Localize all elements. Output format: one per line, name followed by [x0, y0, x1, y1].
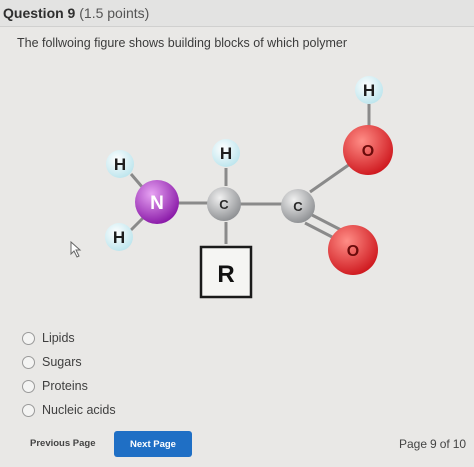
option-lipids[interactable]: Lipids [22, 326, 116, 350]
r-group-label: R [217, 261, 234, 288]
atom-label: H [220, 144, 232, 163]
option-label: Lipids [42, 331, 75, 345]
page-of: of [439, 437, 450, 451]
radio-button[interactable] [22, 403, 35, 417]
option-proteins[interactable]: Proteins [22, 374, 116, 398]
atom-label: H [114, 155, 126, 174]
page-total: 10 [452, 437, 467, 451]
amino-acid-diagram: H O H H N C C H [70, 76, 393, 299]
question-header: Question 9 (1.5 points) [0, 0, 474, 27]
bond-h-n-top [129, 173, 145, 189]
atom-label: N [150, 193, 164, 214]
atom-c-carboxyl: C [281, 189, 315, 223]
r-group-box: R [199, 245, 253, 299]
atom-o-bottom: O [328, 225, 378, 275]
mouse-cursor-icon [70, 240, 82, 258]
bond-h-n-bottom [129, 216, 145, 232]
question-title: Question 9 (1.5 points) [3, 5, 149, 21]
atom-label: O [362, 143, 374, 160]
atom-n: N [135, 180, 179, 224]
page-current: 9 [430, 437, 437, 451]
radio-button[interactable] [22, 355, 35, 369]
atom-h-top-right: H [355, 76, 383, 104]
radio-button[interactable] [22, 379, 35, 393]
atom-h-left-top: H [106, 150, 134, 178]
molecule-figure: H O H H N C C H [0, 60, 474, 320]
bond-c-o-double-b [311, 213, 344, 233]
answer-options: Lipids Sugars Proteins Nucleic acids [22, 326, 116, 422]
atom-h-left-bottom: H [105, 223, 133, 251]
radio-button[interactable] [22, 331, 35, 345]
atom-o-top: O [343, 125, 393, 175]
option-label: Nucleic acids [42, 403, 116, 417]
question-number: Question 9 [3, 5, 76, 21]
option-label: Proteins [42, 379, 88, 393]
page-word: Page [399, 437, 428, 451]
bond-o-c-carboxyl [309, 162, 351, 194]
question-points: (1.5 points) [79, 5, 150, 21]
option-label: Sugars [42, 355, 82, 369]
atom-label: H [113, 228, 125, 247]
question-prompt: The follwoing figure shows building bloc… [17, 36, 348, 50]
atom-h-center: H [212, 139, 240, 167]
atom-label: C [293, 199, 303, 214]
atom-label: H [363, 81, 375, 100]
option-sugars[interactable]: Sugars [22, 350, 116, 374]
atom-label: C [219, 197, 229, 212]
bond-c-o-double-a [304, 221, 337, 241]
atom-c-alpha: C [207, 187, 241, 221]
atom-label: O [347, 243, 359, 260]
previous-page-button[interactable]: Previous Page [30, 438, 96, 449]
option-nucleic-acids[interactable]: Nucleic acids [22, 398, 116, 422]
bonds [129, 104, 371, 244]
next-page-button[interactable]: Next Page [114, 431, 192, 457]
